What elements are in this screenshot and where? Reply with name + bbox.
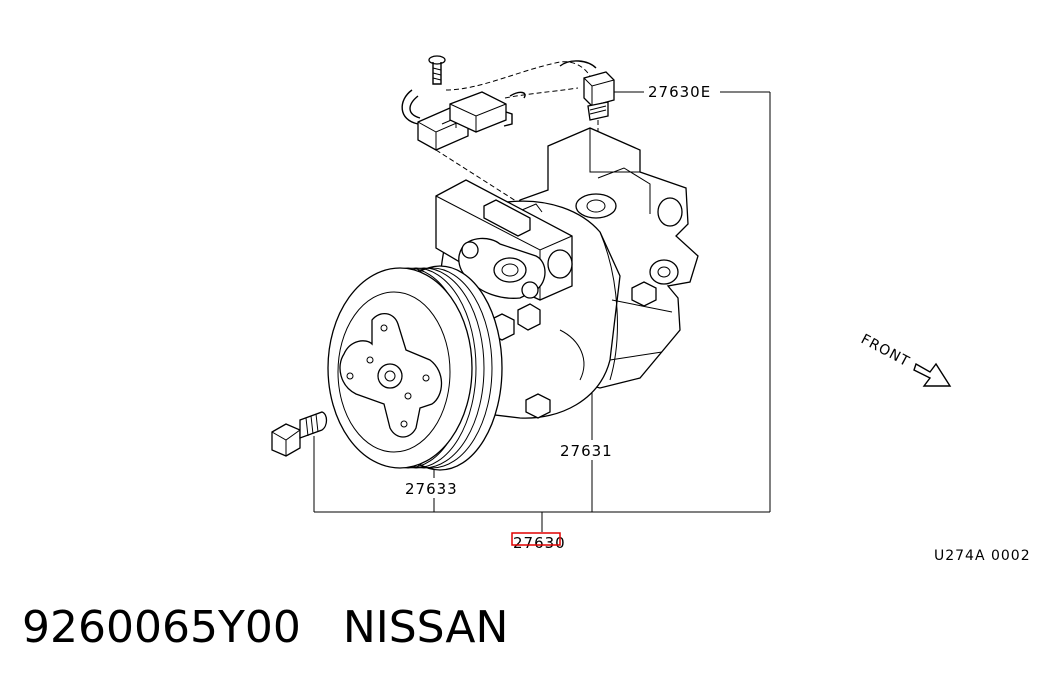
figure-code: U274A 0002	[934, 548, 1031, 564]
product-caption: 9260065Y00 NISSAN	[22, 598, 508, 658]
callout-27630: 27630	[513, 534, 566, 552]
callout-27633: 27633	[405, 480, 458, 498]
brand-name: NISSAN	[342, 602, 509, 653]
callout-27631: 27631	[560, 442, 613, 460]
pressure-switch	[583, 71, 615, 200]
parts-diagram: 27630E 27631 27633 27630 FRONT U274A 000…	[271, 55, 1031, 564]
highlight-box	[511, 532, 561, 546]
mounting-bolt	[271, 411, 328, 457]
compressor-body	[435, 127, 699, 419]
callout-leaders	[313, 91, 771, 532]
wiring-harness	[401, 55, 597, 211]
front-arrow-icon	[913, 362, 952, 387]
front-label: FRONT	[858, 331, 912, 370]
clutch-pulley	[327, 265, 503, 471]
front-direction-indicator: FRONT	[858, 331, 952, 387]
part-number: 9260065Y00	[22, 602, 301, 653]
callout-27630e: 27630E	[648, 83, 711, 101]
